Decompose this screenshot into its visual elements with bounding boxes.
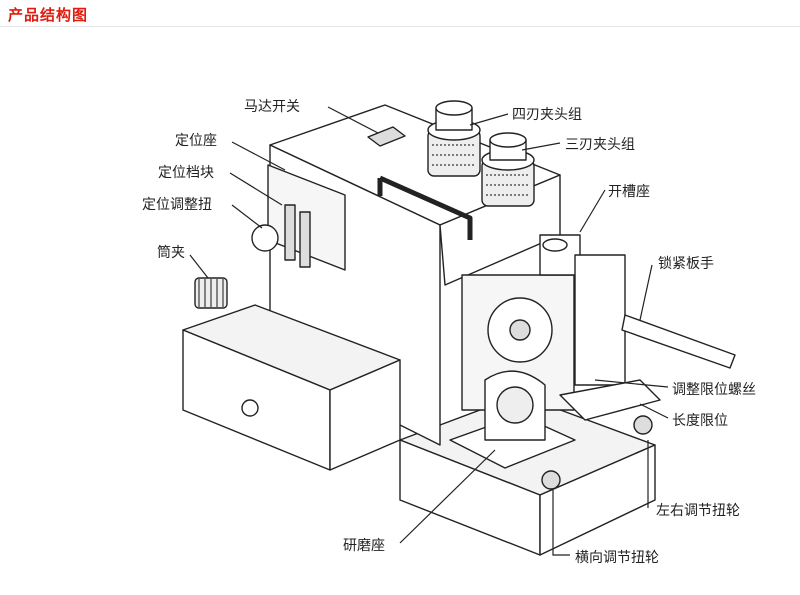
- collet-icon: [194, 277, 228, 309]
- label-collet: 筒夹: [157, 245, 185, 261]
- label-positioning-stop: 定位档块: [158, 165, 214, 181]
- label-slot-seat: 开槽座: [608, 184, 650, 200]
- drawer-side: [329, 359, 401, 471]
- base-side: [539, 444, 656, 556]
- carriage: [559, 379, 661, 421]
- label-four-blade-collet: 四刃夹头组: [512, 107, 582, 123]
- lr-wheel-icon: [633, 415, 653, 435]
- clamp-block: [574, 254, 626, 386]
- cross-wheel-icon: [541, 470, 561, 490]
- label-lock-wrench: 锁紧板手: [658, 256, 714, 272]
- label-motor-switch: 马达开关: [244, 99, 300, 115]
- three-blade-collet-icon: [481, 132, 535, 207]
- label-cross-wheel: 横向调节扭轮: [575, 550, 659, 566]
- positioning-knob-icon: [251, 224, 279, 252]
- label-lr-wheel: 左右调节扭轮: [656, 503, 740, 519]
- label-positioning-knob: 定位调整扭: [142, 197, 212, 213]
- page-title: 产品结构图: [8, 6, 89, 24]
- label-limit-screw: 调整限位螺丝: [672, 382, 756, 398]
- label-positioning-seat: 定位座: [175, 133, 217, 149]
- motor-switch-icon: [367, 126, 406, 147]
- slot-seat-icon: [539, 234, 581, 276]
- label-length-limit: 长度限位: [672, 413, 728, 429]
- four-blade-collet-icon: [427, 100, 481, 177]
- lock-wrench-icon: [621, 314, 736, 369]
- label-three-blade-collet: 三刃夹头组: [565, 137, 635, 153]
- title-divider: [0, 26, 800, 27]
- carry-handle: [377, 175, 473, 240]
- label-grind-seat: 研磨座: [343, 538, 385, 554]
- drawer-knob-icon: [241, 399, 259, 417]
